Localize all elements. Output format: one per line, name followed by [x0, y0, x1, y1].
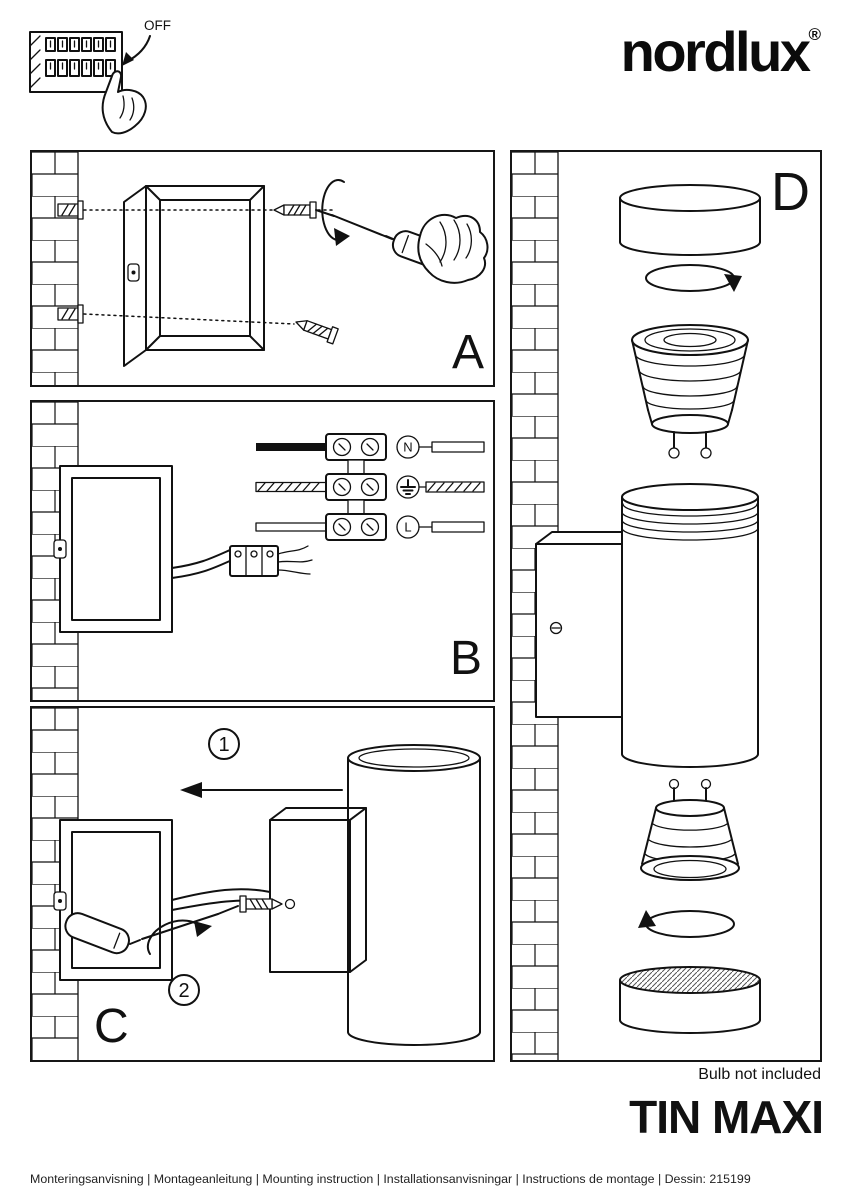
wall-box	[53, 465, 173, 633]
switch-off-arrow-icon	[122, 35, 151, 66]
wall-plug-bottom-icon	[57, 304, 84, 324]
step-one-badge: 1	[208, 728, 240, 760]
wire-live	[255, 522, 327, 532]
panel-d: D	[510, 150, 822, 1062]
panel-c: 1	[30, 706, 495, 1062]
wall-bracket	[535, 531, 623, 718]
terminal-neutral	[325, 433, 387, 461]
panel-b: N L	[30, 400, 495, 702]
step-two-badge: 2	[168, 974, 200, 1006]
brand-logo-text: nordlux	[620, 20, 811, 83]
live-label: L	[404, 520, 411, 535]
lamp-tube	[347, 744, 481, 1046]
mains-cable	[171, 549, 233, 579]
product-name: TIN MAXI	[629, 1091, 824, 1143]
step-two-number: 2	[178, 980, 189, 1002]
panel-d-illustration: D	[512, 152, 810, 1060]
gu10-bulb-top	[631, 324, 749, 459]
rotation-arrow-icon	[638, 910, 735, 938]
power-off-illustration: OFF	[29, 18, 171, 135]
alignment-dotted-line-bottom	[83, 313, 295, 325]
panel-b-label: B	[450, 632, 482, 685]
power-off-warning: OFF	[26, 14, 196, 139]
footer-info-line: Monteringsanvisning | Montageanleitung |…	[30, 1172, 751, 1186]
screw-icon	[273, 201, 317, 219]
bulb-note: Bulb not included	[698, 1066, 821, 1083]
top-cap	[619, 184, 761, 256]
panel-c-illustration: 1	[32, 708, 481, 1060]
panel-a: A	[30, 150, 495, 387]
rotation-arrow-icon	[146, 919, 212, 955]
panel-d-label: D	[771, 162, 810, 222]
wire-earth-right	[425, 481, 485, 493]
rotation-arrow-icon	[645, 264, 742, 292]
step-one-number: 1	[218, 734, 229, 756]
lamp-bracket	[269, 807, 367, 973]
wall-box	[123, 185, 265, 367]
wall-box	[53, 819, 173, 981]
brick-wall	[32, 152, 78, 385]
wiring-diagram: N L	[255, 433, 485, 541]
screwdriver-icon	[64, 905, 239, 955]
terminal-connector-block	[229, 545, 313, 577]
pointing-hand-icon	[101, 70, 147, 135]
screw-icon	[295, 320, 339, 345]
rotation-arrow-icon	[321, 179, 350, 246]
wire-earth	[255, 481, 327, 493]
panel-a-label: A	[452, 326, 484, 379]
wire-neutral	[256, 443, 326, 451]
lamp-body	[621, 483, 759, 768]
brand-logo: nordlux®	[621, 24, 821, 80]
terminal-live	[325, 513, 387, 541]
slide-direction-arrow-icon	[180, 782, 343, 798]
wall-plug-top-icon	[57, 200, 84, 220]
earth-symbol-icon	[400, 479, 416, 495]
neutral-label: N	[403, 440, 412, 455]
gu10-bulb-bottom	[640, 778, 740, 881]
panel-b-illustration: N L	[32, 402, 485, 700]
hand-icon	[417, 213, 489, 284]
panel-a-illustration: A	[32, 152, 489, 385]
screw-icon	[239, 895, 283, 913]
fuse-box-icon	[29, 31, 123, 93]
panel-c-label: C	[94, 1000, 129, 1053]
power-off-label: OFF	[144, 18, 171, 33]
registered-mark: ®	[808, 25, 821, 44]
bottom-cap	[619, 966, 761, 1034]
terminal-earth	[325, 473, 387, 501]
